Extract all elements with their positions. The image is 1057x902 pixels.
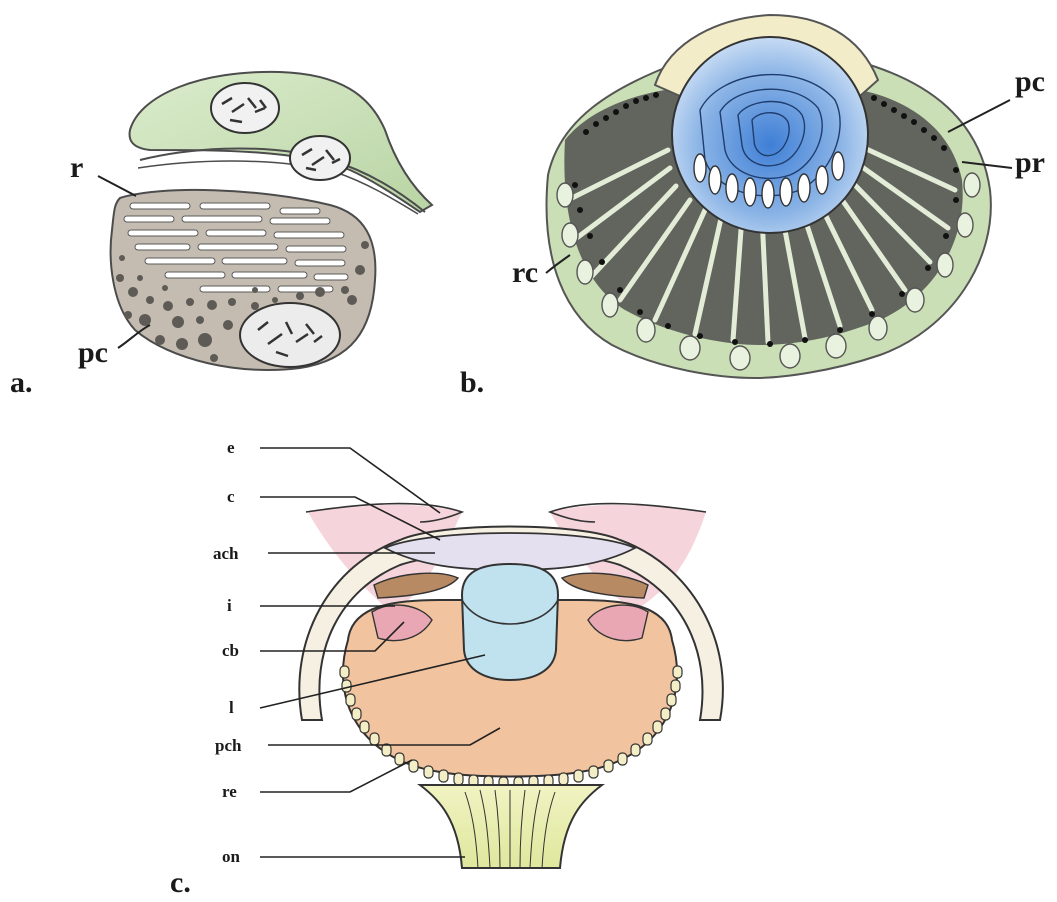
a-label-r: r [70,151,83,184]
a-caption: a. [10,366,33,399]
c-label-e: e [227,438,235,457]
b-label-pr: pr [1015,146,1045,179]
panel-c: e c ach i cb l pch re on c. [170,438,723,899]
a-nucleus-2 [290,136,350,180]
a-nucleus-1 [211,83,279,133]
c-label-pch: pch [215,736,242,755]
b-leader-pc [948,100,1010,132]
c-label-ach: ach [213,544,239,563]
b-label-pc: pc [1015,65,1045,98]
a-leader-r [98,176,136,196]
c-label-on: on [222,847,241,866]
c-optic-nerve [420,785,602,868]
c-label-re: re [222,782,237,801]
c-label-i: i [227,596,232,615]
c-leader-re [260,760,412,792]
c-label-cb: cb [222,641,239,660]
a-nucleus-3 [240,303,340,367]
c-label-c: c [227,487,235,506]
panel-a: r pc a. [10,72,432,399]
c-lens [462,564,558,680]
b-label-rc: rc [512,256,538,289]
c-caption: c. [170,866,191,899]
b-caption: b. [460,366,484,399]
c-label-l: l [229,698,234,717]
a-label-pc: pc [78,336,108,369]
panel-b: pc pr rc b. [460,15,1045,399]
